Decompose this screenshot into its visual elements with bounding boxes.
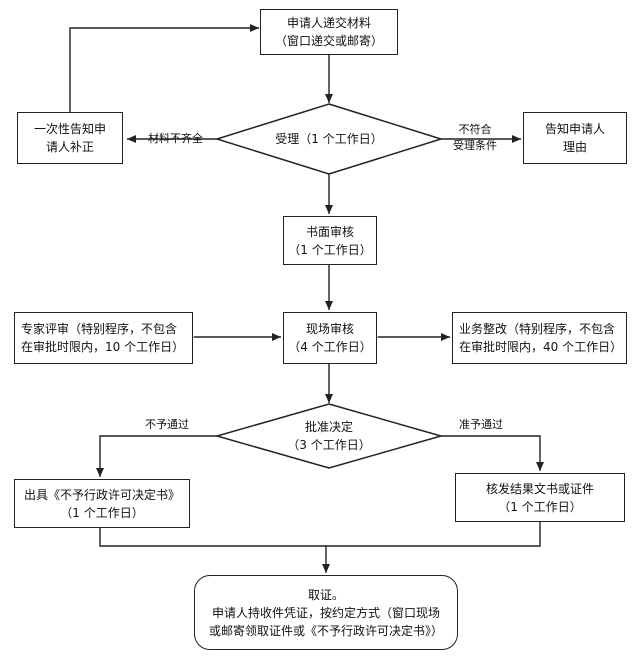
- site-line1: 现场审核: [305, 322, 354, 336]
- reject-doc-box: 出具《不予行政许可决定书》 （1 个工作日）: [14, 479, 190, 528]
- written-line1: 书面审核: [305, 224, 354, 239]
- reject-line1: 出具《不予行政许可决定书》: [23, 487, 180, 502]
- written-line2: （1 个工作日）: [288, 242, 372, 257]
- site-review-box: 现场审核 （4 个工作日）: [283, 312, 377, 364]
- issue-cert-box: 核发结果文书或证件 （1 个工作日）: [455, 473, 625, 522]
- supplement-line1: 一次性告知申: [33, 122, 106, 136]
- business-line1: 业务整改（特别程序，不包含: [459, 322, 616, 336]
- decision-line1: 批准决定: [304, 420, 353, 434]
- edge-decision-to-reject: [96, 435, 217, 477]
- edge-supplement-to-submit: [69, 24, 259, 112]
- accept-line1: 受理（1 个工作日）: [275, 132, 383, 146]
- edge-label-not-conform-2: 受理条件: [453, 139, 497, 152]
- written-review-box: 书面审核 （1 个工作日）: [283, 216, 377, 265]
- edge-label-not-pass: 不予通过: [145, 418, 189, 431]
- accept-label: 受理（1 个工作日）: [240, 129, 418, 149]
- expert-review-box: 专家评审（特别程序，不包含 在审批时限内，10 个工作日）: [14, 312, 193, 364]
- submit-materials-box: 申请人递交材料 （窗口递交或邮寄）: [260, 9, 398, 55]
- supplement-line2: 请人补正: [45, 140, 94, 154]
- issue-line1: 核发结果文书或证件: [485, 481, 594, 496]
- expert-line1: 专家评审（特别程序，不包含: [21, 322, 178, 336]
- decision-line2: （3 个工作日）: [287, 438, 371, 452]
- decision-diamond: [214, 403, 444, 469]
- reject-line2: （1 个工作日）: [60, 505, 144, 520]
- pickup-line2: 申请人持收件凭证，按约定方式（窗口现场: [211, 605, 440, 620]
- decision-label: 批准决定 （3 个工作日）: [260, 418, 398, 454]
- business-rectify-box: 业务整改（特别程序，不包含 在审批时限内，40 个工作日）: [452, 312, 627, 364]
- issue-line2: （1 个工作日）: [498, 499, 582, 514]
- submit-line1: 申请人递交材料: [286, 16, 371, 30]
- expert-line2: 在审批时限内，10 个工作日）: [21, 340, 185, 354]
- edge-label-incomplete: 材料不齐全: [148, 132, 203, 145]
- notify-line1: 告知申请人: [544, 122, 605, 136]
- pickup-line1: 取证。: [307, 587, 344, 602]
- site-line2: （4 个工作日）: [288, 340, 372, 354]
- notify-reason-box: 告知申请人 理由: [523, 112, 627, 164]
- notify-line2: 理由: [562, 140, 587, 154]
- pickup-line3: 或邮寄领取证件或《不予行政许可决定书》）: [208, 623, 443, 638]
- edge-reject-to-merge: [99, 522, 541, 547]
- pickup-box: 取证。 申请人持收件凭证，按约定方式（窗口现场 或邮寄领取证件或《不予行政许可决…: [194, 575, 458, 650]
- edge-decision-to-issue: [441, 435, 544, 471]
- business-line2: 在审批时限内，40 个工作日）: [459, 340, 623, 354]
- submit-line2: （窗口递交或邮寄）: [274, 34, 383, 48]
- edge-label-pass: 准予通过: [459, 418, 503, 431]
- supplement-box: 一次性告知申 请人补正: [17, 112, 123, 164]
- edge-label-not-conform-1: 不符合: [458, 123, 492, 136]
